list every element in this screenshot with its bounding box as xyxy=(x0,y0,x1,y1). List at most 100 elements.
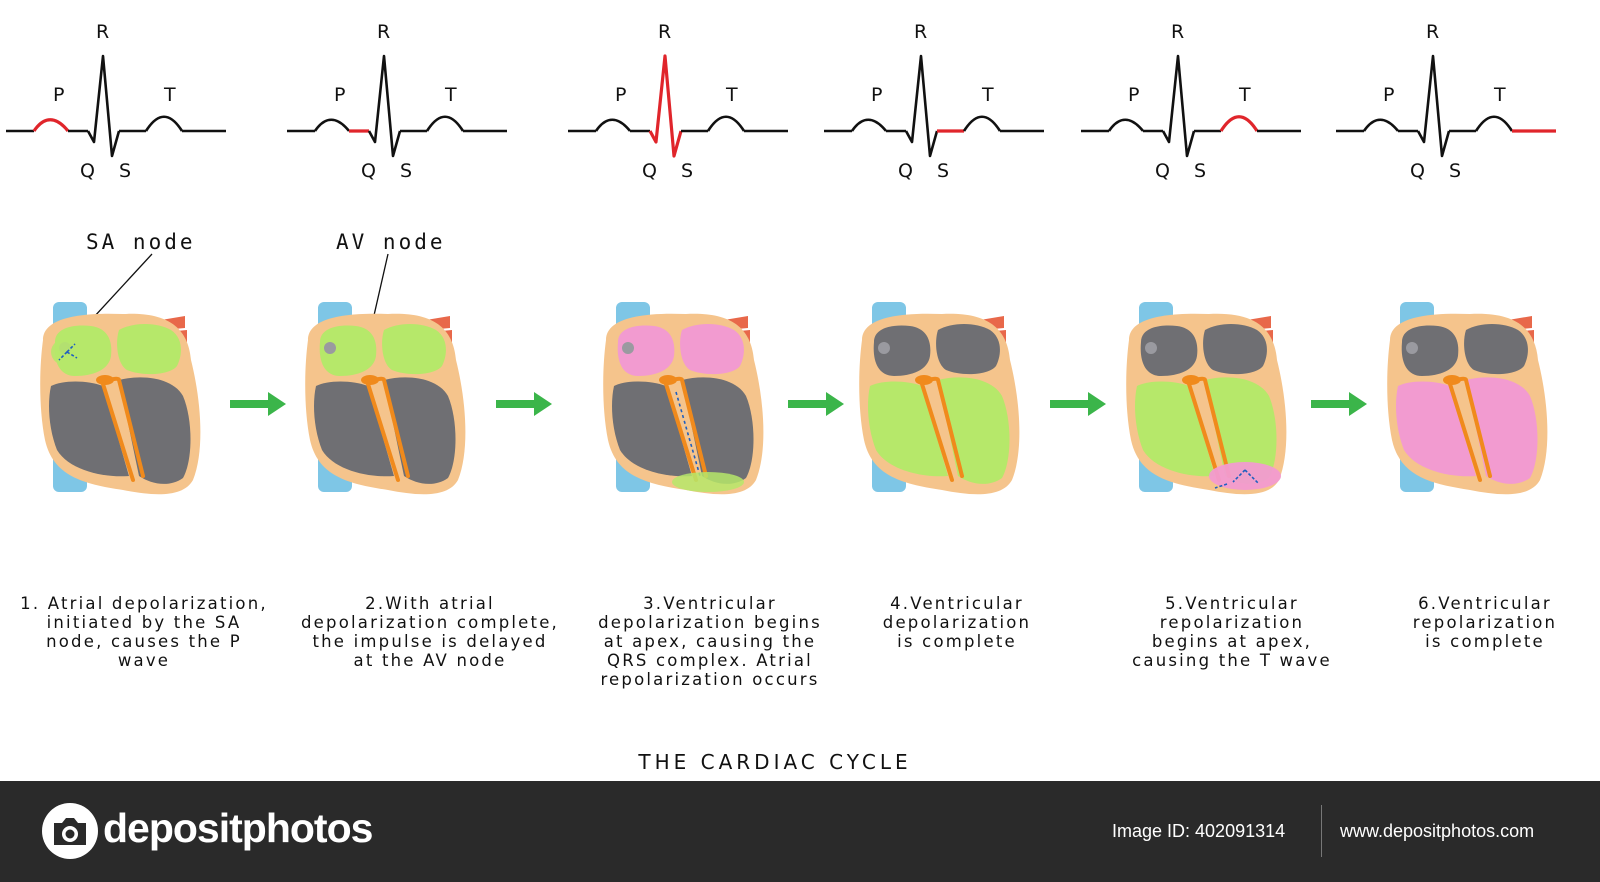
right-atrium xyxy=(873,325,931,376)
wave-label-r: R xyxy=(658,21,671,43)
brand-name[interactable]: depositphotos xyxy=(103,805,373,851)
ecg-p-segment xyxy=(1362,118,1400,132)
footer-bar: depositphotos Image ID: 402091314 www.de… xyxy=(0,781,1600,882)
heart-diagram-3 xyxy=(596,300,776,510)
wave-label-q: Q xyxy=(1410,160,1425,182)
av-node xyxy=(96,375,114,385)
heart-diagram-5 xyxy=(1119,300,1299,510)
ecg-t-segment xyxy=(425,115,465,132)
heart-diagram-2 xyxy=(298,300,478,510)
ecg-p-segment xyxy=(594,118,632,132)
wave-label-s: S xyxy=(1194,160,1206,182)
wave-label-q: Q xyxy=(642,160,657,182)
heart-diagram-6 xyxy=(1380,300,1560,510)
left-atrium xyxy=(382,324,446,375)
right-arrow-icon xyxy=(1311,392,1367,416)
arrow-1 xyxy=(230,392,286,416)
site-url[interactable]: www.depositphotos.com xyxy=(1340,821,1535,841)
wave-label-p: P xyxy=(334,84,345,106)
arrow-2 xyxy=(496,392,552,416)
av-node-label: AV node xyxy=(336,230,446,254)
wave-label-r: R xyxy=(96,21,109,43)
right-arrow-icon xyxy=(230,392,286,416)
footer-divider xyxy=(1321,805,1322,857)
ecg-qrs-segment xyxy=(904,54,939,158)
ecg-qrs-segment xyxy=(86,54,121,158)
left-atrium xyxy=(117,324,181,375)
diagram-title: THE CARDIAC CYCLE xyxy=(638,750,912,774)
image-id: Image ID: 402091314 xyxy=(1112,821,1286,841)
heart-diagram-4 xyxy=(852,300,1032,510)
wave-label-r: R xyxy=(1171,21,1184,43)
wave-label-s: S xyxy=(400,160,412,182)
wave-label-p: P xyxy=(1383,84,1394,106)
wave-label-t: T xyxy=(163,84,176,106)
ecg-t-segment xyxy=(962,115,1002,132)
right-atrium xyxy=(1401,325,1459,376)
wave-label-p: P xyxy=(53,84,64,106)
impulse-arrows xyxy=(58,343,78,361)
wave-label-r: R xyxy=(377,21,390,43)
ecg-t-segment xyxy=(1219,115,1259,132)
apex-depolarizing xyxy=(672,472,744,492)
caption-3: 3.Ventricular depolarization begins at a… xyxy=(598,594,822,689)
right-ventricle xyxy=(314,381,394,477)
wave-label-t: T xyxy=(1493,84,1506,106)
right-atrium xyxy=(1140,325,1198,376)
ecg-strip-4: P R T Q S xyxy=(824,18,1064,193)
right-ventricle xyxy=(1135,381,1215,477)
camera-logo-icon xyxy=(42,803,98,859)
ecg-qrs-segment xyxy=(1416,54,1451,158)
right-ventricle xyxy=(612,381,692,477)
valve-opening xyxy=(878,342,890,354)
right-arrow-icon xyxy=(788,392,844,416)
ecg-p-segment xyxy=(313,118,351,132)
left-atrium xyxy=(936,324,1000,375)
ecg-strip-6: P R T Q S xyxy=(1336,18,1576,193)
av-node xyxy=(1182,375,1200,385)
wave-label-q: Q xyxy=(898,160,913,182)
wave-label-r: R xyxy=(914,21,927,43)
right-arrow-icon xyxy=(1050,392,1106,416)
heart-diagram-1 xyxy=(33,300,213,510)
wave-label-r: R xyxy=(1426,21,1439,43)
wave-label-t: T xyxy=(981,84,994,106)
right-ventricle xyxy=(1396,381,1476,477)
arrow-4 xyxy=(1050,392,1106,416)
av-node xyxy=(1443,375,1461,385)
right-atrium xyxy=(319,325,377,376)
septal-impulse-arrows xyxy=(675,391,701,477)
av-node xyxy=(915,375,933,385)
wave-label-t: T xyxy=(725,84,738,106)
caption-5: 5.Ventricular repolarization begins at a… xyxy=(1132,594,1332,670)
wave-label-s: S xyxy=(119,160,131,182)
wave-label-p: P xyxy=(1128,84,1139,106)
wave-label-t: T xyxy=(444,84,457,106)
ecg-t-segment xyxy=(1474,115,1514,132)
right-arrow-icon xyxy=(496,392,552,416)
ecg-p-segment xyxy=(1107,118,1145,132)
wave-label-s: S xyxy=(1449,160,1461,182)
wave-label-q: Q xyxy=(361,160,376,182)
wave-label-s: S xyxy=(937,160,949,182)
caption-6: 6.Ventricular repolarization is complete xyxy=(1412,594,1558,651)
caption-4: 4.Ventricular depolarization is complete xyxy=(882,594,1032,651)
valve-opening xyxy=(1145,342,1157,354)
wave-label-p: P xyxy=(615,84,626,106)
ecg-p-segment xyxy=(32,118,70,133)
sa-node-label: SA node xyxy=(86,230,196,254)
right-atrium xyxy=(617,325,675,376)
right-ventricle xyxy=(868,381,948,477)
ecg-strip-2: P R T Q S xyxy=(287,18,527,193)
arrow-5 xyxy=(1311,392,1367,416)
right-ventricle xyxy=(49,381,129,477)
ecg-qrs-segment xyxy=(1161,54,1196,158)
wave-label-t: T xyxy=(1238,84,1251,106)
wave-label-p: P xyxy=(871,84,882,106)
ecg-p-segment xyxy=(850,118,888,132)
left-atrium xyxy=(1464,324,1528,375)
valve-opening xyxy=(1406,342,1418,354)
wave-label-s: S xyxy=(681,160,693,182)
